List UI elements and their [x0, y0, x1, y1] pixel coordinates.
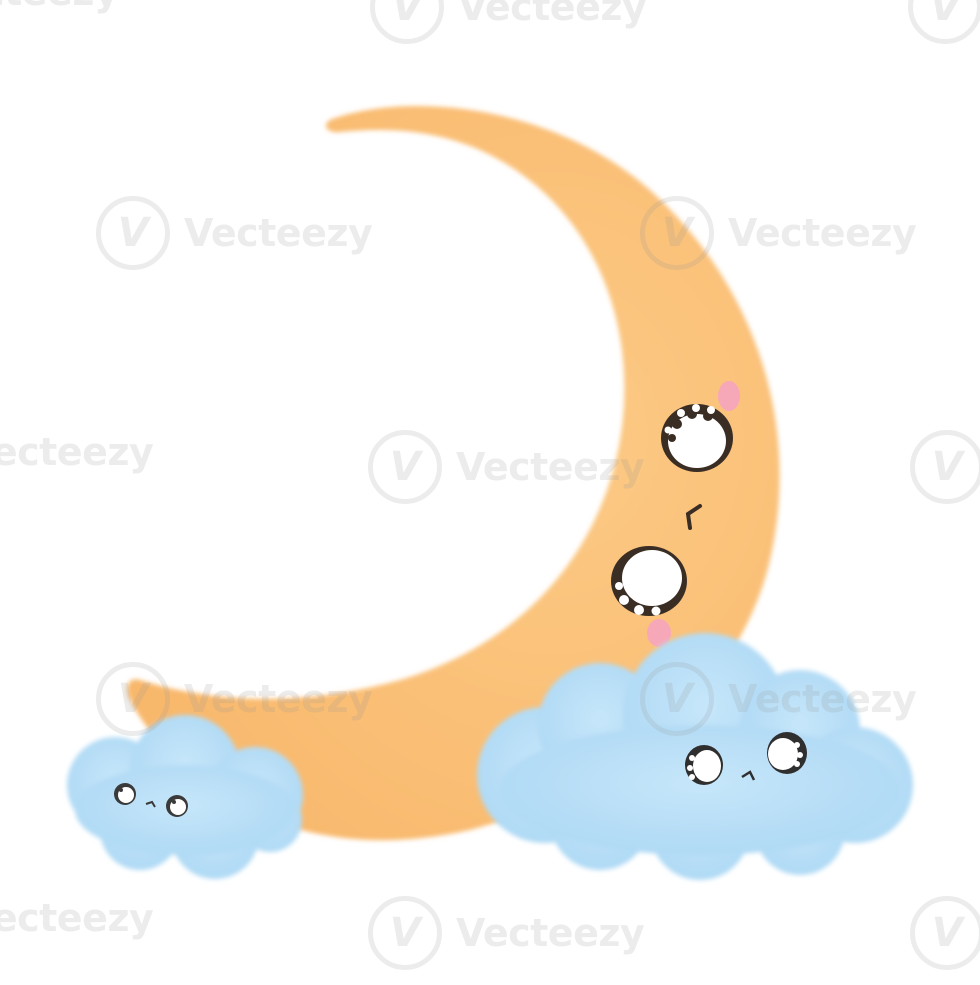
small-cloud-eye-right — [166, 795, 188, 817]
moon-eye-lower — [611, 546, 687, 616]
large-cloud — [477, 633, 913, 880]
small-cloud — [67, 715, 303, 879]
moon-blush-lower — [647, 619, 671, 647]
moon-eye-upper — [661, 404, 733, 472]
small-cloud-eye-left — [114, 783, 136, 805]
crescent-moon — [127, 106, 780, 841]
small-cloud-mouth — [145, 800, 156, 808]
large-cloud-eye-left — [685, 745, 723, 785]
moon-mouth — [685, 504, 702, 530]
moon-blush-upper — [718, 381, 740, 411]
large-cloud-mouth — [741, 770, 756, 781]
large-cloud-eye-right — [767, 732, 807, 774]
